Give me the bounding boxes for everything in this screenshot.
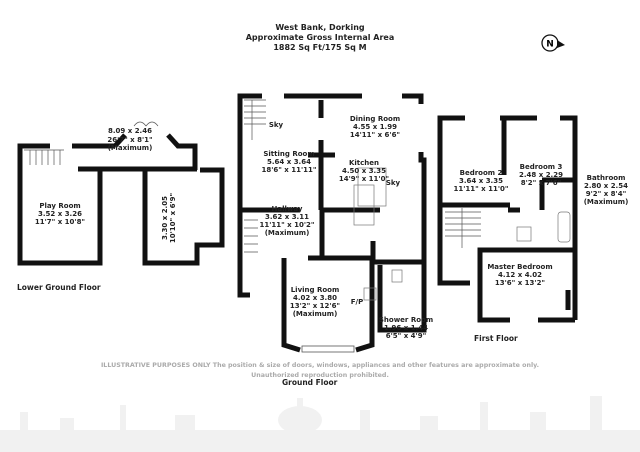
floor-label-first: First Floor <box>474 334 518 343</box>
room-label-hallway: Hallway <box>272 205 303 213</box>
room-dimension-text: (Maximum) <box>293 310 338 318</box>
room-dimension-text: 13'6" x 13'2" <box>495 279 545 287</box>
property-title: West Bank, Dorking <box>275 23 365 32</box>
north-compass-icon: N <box>541 34 565 52</box>
room-dimension-text: 4.50 x 3.35 <box>342 167 386 175</box>
room-dimension-text: 2.48 x 2.29 <box>519 171 563 179</box>
room-dimension-text: 2.80 x 2.54 <box>584 182 628 190</box>
room-dimension-text: 4.12 x 4.02 <box>498 271 542 279</box>
room-label-kitchen: Kitchen <box>349 159 379 167</box>
room-dimension-text: 14'11" x 6'6" <box>350 131 400 139</box>
room-label-bathroom: Bathroom <box>587 174 626 182</box>
room-dimension-text: 1.96 x 1.44 <box>384 324 428 332</box>
room-dimension-text: 14'9" x 11'0" <box>339 175 389 183</box>
ground-floor-plan: Sky Sky Dining Room 4.55 x 1.99 14'11" x… <box>237 93 433 387</box>
room-dimension-text: 13'2" x 12'6" <box>290 302 340 310</box>
room-dimension-text: 18'6" x 11'11" <box>261 166 316 174</box>
floor-label-lower-ground: Lower Ground Floor <box>17 283 101 292</box>
skyline-watermark <box>0 396 640 452</box>
floor-label-ground: Ground Floor <box>282 378 338 387</box>
room-dimension-text: 5.64 x 3.64 <box>267 158 311 166</box>
room-label-shower-room: Shower Room <box>379 316 433 324</box>
room-dimension-text: 10'10" x 6'9" <box>169 193 177 243</box>
room-dimension-text: 3.52 x 3.26 <box>38 210 82 218</box>
room-label-dining-room: Dining Room <box>350 115 400 123</box>
room-dimension-text: 4.02 x 3.80 <box>293 294 337 302</box>
room-dimension-text: 26'7" x 8'1" <box>107 136 152 144</box>
room-dimension-text: 11'11" x 11'0" <box>453 185 508 193</box>
room-dimension-text: 11'11" x 10'2" <box>259 221 314 229</box>
disclaimer-line-1: ILLUSTRATIVE PURPOSES ONLY The position … <box>101 362 539 369</box>
room-dimension-text: 8.09 x 2.46 <box>108 127 152 135</box>
room-dimension-text: (Maximum) <box>265 229 310 237</box>
room-dimension-text: 6'5" x 4'9" <box>386 332 426 340</box>
first-floor-plan: Bedroom 2 3.64 x 3.35 11'11" x 11'0" Bed… <box>437 115 629 343</box>
room-label-play-room: Play Room <box>39 202 80 210</box>
skylight-label: Sky <box>386 179 401 187</box>
room-dimension-text: 3.30 x 2.05 <box>161 196 169 240</box>
room-dimension-text: 11'7" x 10'8" <box>35 218 85 226</box>
room-label-living-room: Living Room <box>291 286 340 294</box>
room-label-sitting-room: Sitting Room <box>263 150 314 158</box>
room-label-master-bedroom: Master Bedroom <box>487 263 552 271</box>
disclaimer-line-2: Unauthorized reproduction prohibited. <box>251 372 389 379</box>
room-label-bedroom-3: Bedroom 3 <box>520 163 563 171</box>
room-dimension-text: (Maximum) <box>108 144 153 152</box>
room-dimension-text: 9'2" x 8'4" <box>586 190 626 198</box>
fireplace-label: F/P <box>351 298 363 306</box>
room-dimension-text: (Maximum) <box>584 198 629 206</box>
area-subtitle: Approximate Gross Internal Area <box>246 33 395 42</box>
room-dimension-text: 3.64 x 3.35 <box>459 177 503 185</box>
lower-ground-floor-plan: 8.09 x 2.46 26'7" x 8'1" (Maximum) Play … <box>17 121 225 292</box>
room-dimension-text: N <box>546 40 554 50</box>
room-dimension-text: 4.55 x 1.99 <box>353 123 397 131</box>
area-value: 1882 Sq Ft/175 Sq M <box>273 43 366 52</box>
skylight-label: Sky <box>269 121 284 129</box>
room-dimension-text: 3.62 x 3.11 <box>265 213 309 221</box>
room-label-bedroom-2: Bedroom 2 <box>460 169 503 177</box>
room-dimension-text: 8'2" x 7'6" <box>521 179 561 187</box>
